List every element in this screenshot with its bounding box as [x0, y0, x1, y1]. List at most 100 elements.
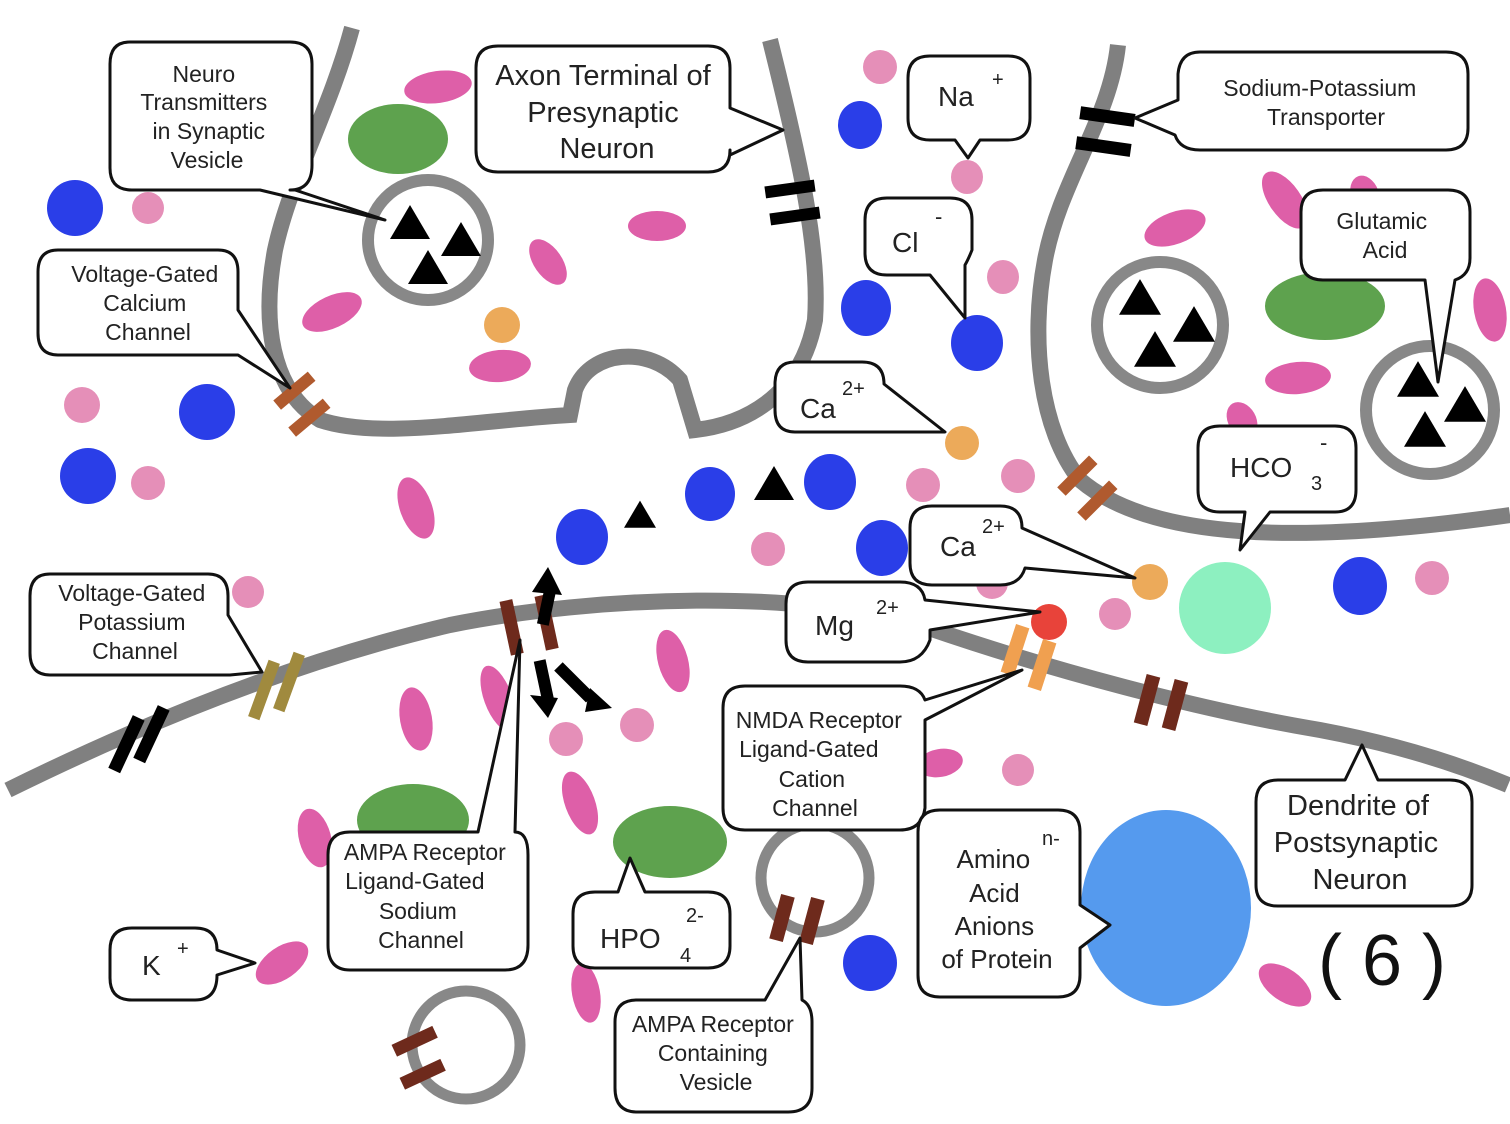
svg-text:HPO: HPO	[600, 923, 661, 954]
potassium-ion	[1144, 209, 1206, 247]
sodium-ion	[1099, 598, 1131, 630]
label-mg-ion: Mg 2+	[815, 597, 899, 641]
callout-neurotransmitters	[108, 40, 387, 222]
sodium-ion	[620, 708, 654, 742]
calcium-ion	[484, 307, 520, 343]
protein-anion-ion	[1081, 810, 1251, 1006]
potassium-ion	[404, 70, 472, 104]
neurotransmitter-triangle	[1134, 331, 1176, 367]
label-na-ion: Na +	[938, 69, 1004, 112]
callout-na-k-transporter	[1133, 50, 1470, 152]
svg-text:HCO: HCO	[1230, 452, 1292, 483]
label-ampa-channel: AMPA Receptor Ligand-Gated Sodium Channe…	[344, 839, 512, 953]
svg-text:2-: 2-	[686, 905, 704, 927]
ampa-receptor-vesicle-1	[769, 893, 825, 946]
label-cl-ion: Cl -	[892, 204, 942, 258]
arrow-down-icon	[530, 659, 558, 718]
label-k-ion: K +	[142, 938, 189, 981]
callout-ca-ion-top	[773, 360, 947, 434]
sodium-ion	[1002, 754, 1034, 786]
potassium-ion	[571, 963, 601, 1023]
sodium-ion	[232, 576, 264, 608]
phosphate-ion	[613, 806, 727, 878]
ampa-vesicle-2	[406, 985, 526, 1105]
phosphate-ion	[1265, 272, 1385, 340]
potassium-ion	[1473, 278, 1507, 342]
callout-glutamic-acid	[1299, 188, 1472, 384]
neurotransmitter-triangle	[390, 205, 430, 239]
callout-dendrite	[1254, 743, 1474, 908]
neurotransmitter-triangle	[408, 250, 448, 284]
voltage-gated-potassium-channel	[248, 651, 305, 721]
svg-text:+: +	[992, 69, 1004, 91]
potassium-ion	[297, 808, 333, 868]
svg-text:Cl: Cl	[892, 227, 918, 258]
sodium-ion	[751, 532, 785, 566]
chloride-ion	[838, 101, 882, 149]
callout-hco3-ion	[1196, 424, 1358, 552]
sodium-ion	[863, 50, 897, 84]
sodium-ion	[64, 387, 100, 423]
sodium-ion	[549, 722, 583, 756]
label-hco3-ion: HCO 3 -	[1230, 430, 1327, 495]
svg-text:Ca: Ca	[940, 531, 976, 562]
sodium-ion	[1001, 459, 1035, 493]
svg-text:3: 3	[1311, 473, 1322, 495]
chloride-ion	[1333, 557, 1387, 615]
potassium-ion	[1265, 361, 1331, 395]
callout-k-ion	[108, 926, 257, 1002]
ampa-receptor-dendrite-right	[1133, 674, 1189, 731]
potassium-ion	[561, 771, 599, 835]
labels-layer: Neuro Transmitters in Synaptic Vesicle A…	[58, 60, 1446, 1095]
neurotransmitter-triangle	[1444, 386, 1486, 422]
label-vg-calcium: Voltage-Gated Calcium Channel	[71, 261, 224, 345]
svg-text:2+: 2+	[982, 516, 1005, 538]
callout-mg-ion	[784, 580, 1042, 664]
calcium-ion	[1132, 564, 1168, 600]
sodium-ion	[131, 466, 165, 500]
callout-ampa-channel	[326, 638, 530, 972]
callout-ampa-vesicle	[613, 936, 814, 1114]
chloride-ion	[179, 384, 235, 440]
svg-text:-: -	[1320, 430, 1327, 455]
potassium-ion	[469, 349, 531, 383]
potassium-ion	[1261, 171, 1309, 229]
label-neurotransmitters: Neuro Transmitters in Synaptic Vesicle	[140, 61, 273, 173]
presynaptic-membrane	[261, 25, 824, 439]
label-na-k-transporter: Sodium-Potassium Transporter	[1223, 75, 1422, 130]
calcium-ion	[945, 426, 979, 460]
magnesium-ion-block	[1031, 604, 1067, 640]
potassium-ion	[302, 292, 362, 332]
svg-text:n-: n-	[1042, 828, 1060, 850]
label-ca-ion-top: Ca 2+	[800, 378, 865, 424]
nmda-receptor-channel	[1000, 624, 1057, 691]
neurotransmitter-triangle	[1119, 279, 1161, 315]
callout-ca-ion-mid	[908, 504, 1137, 587]
postsynaptic-right-membrane	[1030, 44, 1510, 541]
synaptic-vesicle-right-1	[1091, 256, 1229, 394]
na-k-pump-presynaptic	[764, 179, 821, 226]
potassium-ion	[1258, 963, 1312, 1007]
label-dendrite: Dendrite of Postsynaptic Neuron	[1274, 790, 1446, 896]
svg-text:Ca: Ca	[800, 393, 836, 424]
figure-number: ( 6 )	[1318, 921, 1446, 1001]
neurotransmitter-triangle	[754, 466, 794, 500]
callout-axon-terminal	[474, 44, 785, 174]
neurotransmitter-triangle	[624, 500, 656, 528]
sodium-ion	[951, 160, 983, 194]
chloride-ion	[47, 180, 103, 236]
voltage-gated-calcium-channel-left	[273, 371, 331, 437]
potassium-ion	[529, 239, 567, 285]
chloride-ion	[843, 935, 897, 991]
label-ampa-vesicle: AMPA Receptor Containing Vesicle	[632, 1011, 800, 1095]
neurotransmitter-triangle	[1404, 411, 1446, 447]
label-hpo4-ion: HPO 4 2-	[600, 905, 704, 967]
callout-na-ion	[906, 54, 1032, 160]
na-k-pump-dendrite	[108, 705, 170, 774]
chloride-ion	[856, 520, 908, 576]
svg-text:K: K	[142, 950, 161, 981]
label-amino-acid: Amino Acid Anions of Protein n-	[941, 828, 1059, 974]
sodium-ion	[1415, 561, 1449, 595]
synaptic-vesicle-right-2	[1360, 340, 1500, 480]
